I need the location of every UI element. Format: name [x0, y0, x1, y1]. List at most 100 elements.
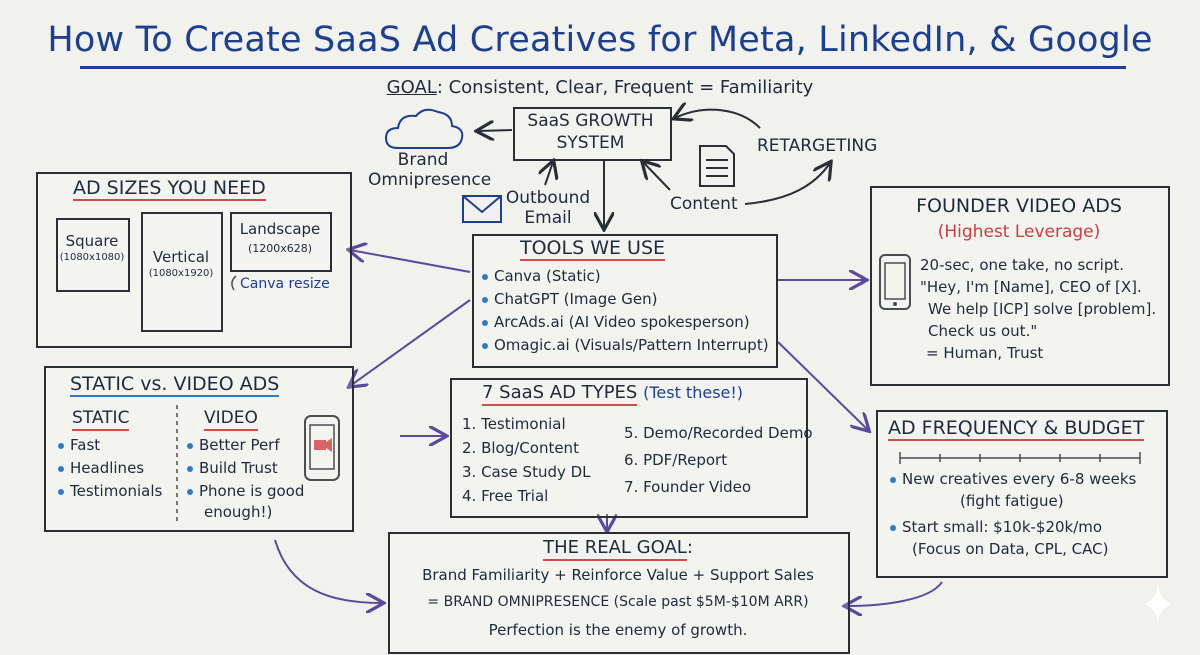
sparkle-icon: [1144, 585, 1172, 622]
ad-types-header: 7 SaaS AD TYPES (Test these!): [482, 382, 744, 406]
document-icon: [699, 145, 735, 187]
square-size-box: [56, 218, 130, 292]
vertical-dim: (1080x1920): [148, 268, 214, 279]
brand-line2: Omnipresence: [368, 170, 492, 190]
outbound-email: Outbound Email: [503, 188, 593, 228]
retargeting-label: RETARGETING: [757, 136, 878, 156]
video-head: VIDEO: [204, 408, 258, 431]
landscape-dim: (1200x628): [247, 242, 313, 255]
video-item: Better Perf: [185, 434, 304, 457]
tools-title: TOOLS WE USE: [520, 237, 666, 261]
founder-line: Check us out.": [928, 322, 1038, 340]
frequency-item: New creatives every 6-8 weeks: [888, 468, 1136, 490]
ad-type-item: 6. PDF/Report: [624, 451, 728, 469]
arrow-to-brand: [478, 130, 513, 131]
frequency-title: AD FREQUENCY & BUDGET: [888, 417, 1145, 441]
real-goal-line1: Brand Familiarity + Reinforce Value + Su…: [422, 566, 814, 584]
ad-sizes-title: AD SIZES YOU NEED: [73, 177, 266, 201]
phone-icon: [879, 254, 911, 310]
budget-list: Start small: $10k-$20k/mo: [888, 516, 1136, 538]
frequency-sub: (fight fatigue): [960, 492, 1064, 510]
frequency-item: Start small: $10k-$20k/mo: [888, 516, 1136, 538]
ad-type-item: 4. Free Trial: [462, 487, 549, 505]
retargeting-top: [675, 110, 761, 129]
video-item: Build Trust: [185, 457, 304, 480]
static-item: Testimonials: [56, 480, 162, 503]
arrow-frequency-to-goal: [846, 581, 943, 606]
ad-sizes-box: [36, 172, 352, 348]
arrow-outbound: [545, 162, 553, 186]
real-goal-header: THE REAL GOAL:: [388, 537, 848, 561]
static-video-box: [44, 366, 354, 532]
arrow-tools-to-static: [350, 299, 471, 386]
arrow-tools-to-sizes: [350, 250, 471, 273]
title-underline: [80, 66, 1126, 69]
arrow-static-to-goal: [274, 539, 382, 603]
frequency-box: [876, 410, 1168, 578]
vertical-label: Vertical: [152, 248, 210, 266]
growth-system-label: SaaS GROWTH SYSTEM: [513, 110, 668, 154]
content-label: Content: [670, 194, 738, 214]
static-video-title: STATIC vs. VIDEO ADS: [70, 373, 280, 397]
arrow-content: [643, 162, 671, 191]
founder-lines: 20-sec, one take, no script. "Hey, I'm […: [920, 254, 1156, 364]
retargeting-loop: [744, 163, 830, 205]
goal-label: GOAL: [386, 77, 437, 98]
ad-type-item: 7. Founder Video: [624, 478, 752, 496]
ad-types-box: [450, 378, 808, 518]
real-goal-colon: :: [686, 537, 693, 558]
cloud-icon: [384, 108, 464, 149]
static-item: Fast: [56, 434, 162, 457]
landscape-label: Landscape: [239, 220, 321, 238]
ad-type-item: 3. Case Study DL: [462, 463, 591, 481]
page-title: How To Create SaaS Ad Creatives for Meta…: [47, 20, 1153, 60]
tools-box: [472, 234, 778, 368]
founder-line: = Human, Trust: [926, 344, 1044, 362]
tool-item: ArcAds.ai (AI Video spokesperson): [480, 311, 769, 334]
growth-system-line2: SYSTEM: [556, 133, 625, 153]
static-item: Headlines: [56, 457, 162, 480]
vertical-size-box: [141, 212, 223, 332]
growth-system-line1: SaaS GROWTH: [527, 111, 654, 131]
email-icon: [462, 195, 502, 223]
founder-title: FOUNDER VIDEO ADS: [916, 195, 1122, 217]
growth-system-box: [513, 107, 672, 161]
founder-subtitle: (Highest Leverage): [937, 222, 1101, 242]
canva-resize-label: Canva resize: [240, 276, 330, 292]
video-phone-icon: [304, 415, 340, 481]
static-head: STATIC: [72, 408, 130, 431]
arrow-tools-to-frequency: [777, 341, 868, 430]
resize-arrow: [231, 275, 237, 291]
landscape-size-box: [230, 212, 332, 272]
video-item: Phone is good: [185, 480, 304, 503]
tool-item: Canva (Static): [480, 265, 769, 288]
ad-type-item: 1. Testimonial: [462, 415, 566, 433]
frequency-content: New creatives every 6-8 weeks (fight fat…: [888, 468, 1136, 560]
real-goal-box: [388, 532, 850, 654]
ad-types-right: 5. Demo/Recorded Demo 6. PDF/Report 7. F…: [624, 420, 813, 501]
brand-omnipresence: Brand Omnipresence: [368, 150, 492, 190]
frequency-sub: (Focus on Data, CPL, CAC): [912, 540, 1109, 558]
ad-types-left: 1. Testimonial 2. Blog/Content 3. Case S…: [462, 412, 591, 508]
square-label: Square: [65, 232, 119, 250]
video-tail: enough!): [204, 503, 273, 521]
goal-line: GOAL: Consistent, Clear, Frequent = Fami…: [0, 77, 1200, 98]
real-goal-line3: Perfection is the enemy of growth.: [488, 621, 748, 639]
real-goal-line2: = BRAND OMNIPRESENCE (Scale past $5M-$10…: [427, 594, 809, 610]
ad-types-note: (Test these!): [643, 383, 744, 402]
founder-line: 20-sec, one take, no script.: [920, 256, 1125, 274]
static-list: Fast Headlines Testimonials: [56, 434, 162, 503]
outbound-line1: Outbound: [505, 188, 591, 208]
tool-item: Omagic.ai (Visuals/Pattern Interrupt): [480, 334, 769, 357]
ad-types-title: 7 SaaS AD TYPES: [482, 382, 638, 406]
ad-type-item: 2. Blog/Content: [462, 439, 579, 457]
founder-line: "Hey, I'm [Name], CEO of [X].: [920, 278, 1142, 296]
brand-line1: Brand: [397, 150, 449, 170]
real-goal-title: THE REAL GOAL: [543, 537, 687, 561]
frequency-list: New creatives every 6-8 weeks: [888, 468, 1136, 490]
square-dim: (1080x1080): [59, 252, 125, 263]
tool-item: ChatGPT (Image Gen): [480, 288, 769, 311]
founder-box: [870, 186, 1170, 386]
tools-list: Canva (Static) ChatGPT (Image Gen) ArcAd…: [480, 265, 769, 357]
